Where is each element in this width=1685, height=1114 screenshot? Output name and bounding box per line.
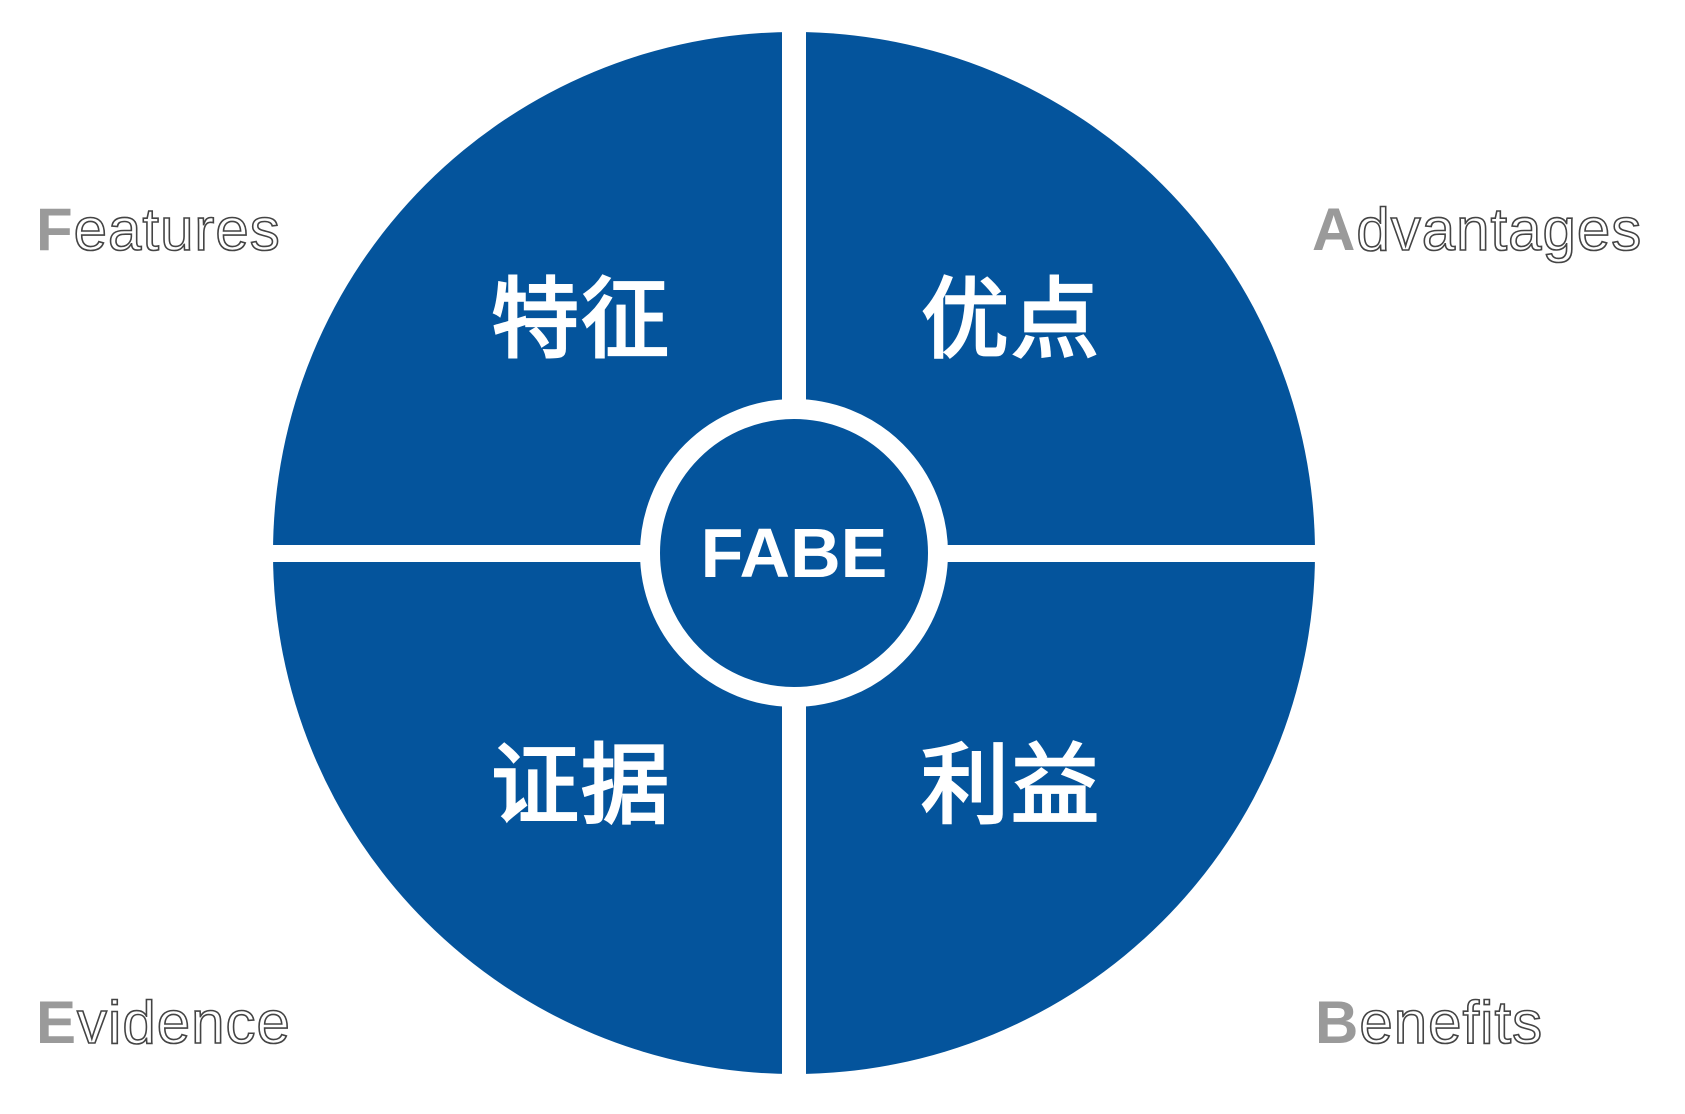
label-rest: vidence bbox=[76, 989, 291, 1056]
label-rest: eatures bbox=[73, 196, 281, 263]
label-features: Features bbox=[36, 199, 281, 261]
center-ring bbox=[640, 399, 948, 707]
label-benefits: Benefits bbox=[1315, 992, 1543, 1054]
label-evidence: Evidence bbox=[36, 992, 291, 1054]
label-initial: F bbox=[36, 196, 74, 263]
quadrant-benefits-chinese: 利益 bbox=[921, 734, 1102, 837]
quadrant-advantages-chinese: 优点 bbox=[921, 268, 1102, 371]
center-title: FABE bbox=[700, 514, 888, 592]
label-initial: E bbox=[36, 989, 78, 1056]
label-advantages: Advantages bbox=[1312, 199, 1642, 261]
quadrant-features-chinese: 特征 bbox=[491, 268, 672, 371]
label-initial: A bbox=[1312, 196, 1357, 263]
label-rest: enefits bbox=[1359, 989, 1544, 1056]
quadrant-evidence-chinese: 证据 bbox=[491, 734, 672, 837]
label-rest: dvantages bbox=[1356, 196, 1643, 263]
label-initial: B bbox=[1315, 989, 1360, 1056]
